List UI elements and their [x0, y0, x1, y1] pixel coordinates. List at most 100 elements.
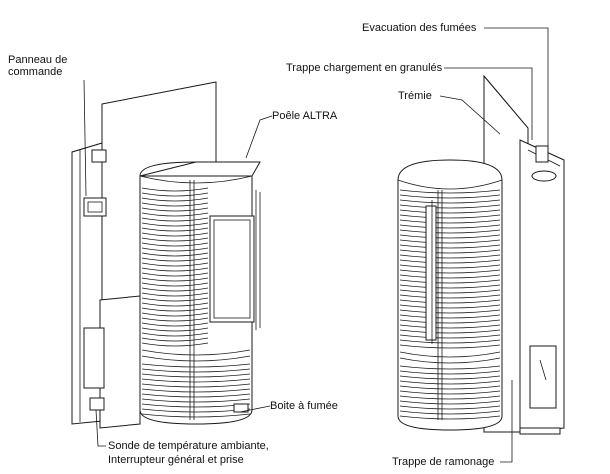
slat-line [141, 257, 209, 262]
control-panel [83, 197, 107, 217]
right-stove [397, 74, 565, 435]
slat-line [141, 282, 209, 287]
slat-line [399, 405, 501, 410]
slat-line [141, 327, 209, 332]
slat-line [141, 297, 209, 302]
slat-line [399, 329, 501, 334]
slat-line [399, 324, 501, 329]
left-stove-slats [141, 187, 251, 418]
slat-line [141, 212, 209, 217]
label-trappe-de-ramonage: Trappe de ramonage [392, 456, 495, 468]
slat-line [141, 322, 209, 327]
leader-poele [245, 115, 273, 159]
label-evacuation-des-fumees: Evacuation des fumées [362, 22, 477, 34]
slat-line [141, 393, 251, 398]
slat-line [141, 247, 209, 252]
slat-line [141, 222, 209, 227]
slat-line [399, 365, 501, 370]
right-stove-slats [399, 189, 501, 420]
slat-line [141, 237, 209, 242]
right-stove-body [397, 159, 503, 431]
slat-line [141, 378, 251, 383]
slat-line [399, 264, 501, 269]
slat-line [399, 390, 501, 395]
slat-line [141, 413, 251, 418]
slat-line [141, 398, 251, 403]
slat-line [141, 373, 251, 378]
slat-line [399, 375, 501, 380]
slat-line [141, 262, 209, 267]
leader-boite [239, 405, 271, 413]
slat-line [141, 307, 209, 312]
slat-line [141, 232, 209, 237]
label-tremie: Trémie [398, 90, 432, 102]
slat-line [399, 204, 501, 209]
leader-evacuation [484, 27, 549, 146]
slat-line [399, 279, 501, 284]
slat-line [399, 249, 501, 254]
slat-line [141, 242, 209, 247]
leader-lines [83, 27, 549, 463]
right-glass-door[interactable] [425, 205, 437, 341]
leader-panneau [83, 79, 87, 197]
slat-line [141, 287, 209, 292]
slat-line [399, 314, 501, 319]
slat-line [399, 400, 501, 405]
slat-line [399, 380, 501, 385]
slat-line [399, 194, 501, 199]
slat-line [141, 312, 209, 317]
slat-line [399, 259, 501, 264]
slat-line [399, 269, 501, 274]
slat-line [399, 415, 501, 420]
slat-line [141, 217, 209, 222]
label-sonde-line1: Sonde de température ambiante, [108, 440, 269, 452]
cleaning-hatch[interactable] [529, 345, 557, 409]
slat-line [399, 254, 501, 259]
slat-line [399, 189, 501, 194]
label-sonde-line2: Interrupteur général et prise [108, 454, 244, 466]
slat-line [399, 244, 501, 249]
slat-line [399, 234, 501, 239]
slat-line [141, 267, 209, 272]
slat-line [141, 207, 209, 212]
slat-line [399, 274, 501, 279]
slat-line [141, 342, 209, 347]
slat-line [399, 289, 501, 294]
slat-line [399, 239, 501, 244]
slat-line [399, 284, 501, 289]
left-glass-door[interactable] [209, 215, 255, 323]
slat-line [141, 332, 209, 337]
slat-line [141, 302, 209, 307]
label-panneau-de-commande: Panneau de commande [8, 54, 68, 78]
slat-line [399, 224, 501, 229]
slat-line [399, 229, 501, 234]
slat-line [399, 339, 501, 344]
slat-line [399, 334, 501, 339]
slat-line [399, 309, 501, 314]
slat-line [141, 363, 251, 368]
slat-line [141, 252, 209, 257]
slat-line [399, 344, 501, 349]
left-side-hatch [83, 327, 105, 389]
label-poele-altra: Poêle ALTRA [272, 110, 338, 122]
left-stove [71, 81, 261, 429]
slat-line [141, 192, 209, 197]
leader-tremie [439, 95, 501, 135]
leader-trappe-chargement [444, 67, 533, 140]
label-boite-a-fumee: Boite à fumée [270, 400, 338, 412]
slat-line [141, 187, 209, 192]
slat-line [141, 227, 209, 232]
slat-line [141, 368, 251, 373]
slat-line [399, 370, 501, 375]
leader-sonde [95, 409, 106, 447]
slat-line [141, 277, 209, 282]
socket-switch [89, 397, 105, 411]
slat-line [399, 199, 501, 204]
slat-line [141, 292, 209, 297]
slat-line [141, 272, 209, 277]
slat-line [399, 304, 501, 309]
slat-line [141, 388, 251, 393]
slat-line [399, 214, 501, 219]
